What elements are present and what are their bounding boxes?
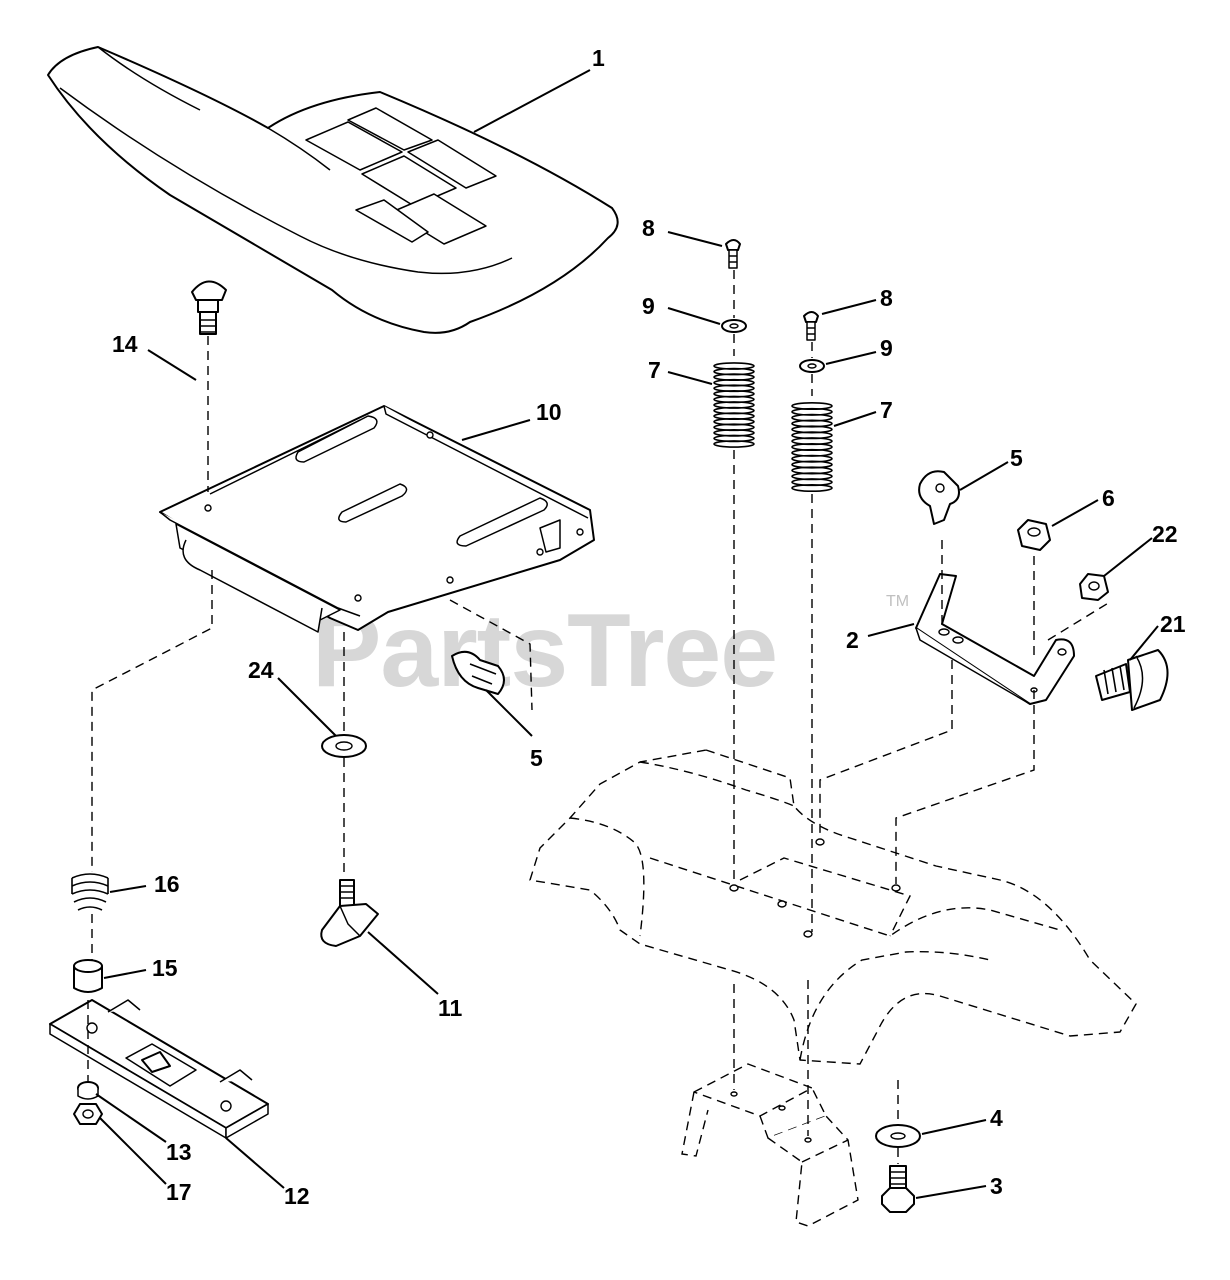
spring-16[interactable] [71,873,109,911]
clip-right[interactable] [918,470,960,525]
clip-left[interactable] [451,650,505,695]
callout-5-left: 5 [530,745,543,771]
fender-frame [529,749,1137,1227]
callout-17: 17 [166,1179,192,1205]
watermark-trademark: TM [886,593,909,610]
callout-8-right: 8 [880,285,893,311]
plate[interactable] [49,999,269,1139]
callout-13: 13 [166,1139,192,1165]
callout-3: 3 [990,1173,1003,1199]
callout-4: 4 [990,1105,1003,1131]
callout-16: 16 [154,871,180,897]
callout-9-left: 9 [642,293,655,319]
watermark: PartsTree TM [312,593,909,709]
spring-7-left[interactable] [713,362,755,448]
callout-labels: 1 14 10 8 9 7 8 9 7 5 6 22 2 21 24 5 16 … [112,45,1186,1209]
callout-11: 11 [438,995,463,1021]
nut-6[interactable] [1017,519,1051,551]
assembly-lines [87,270,1111,1164]
bolt-21[interactable] [1095,649,1169,711]
knob[interactable] [320,879,379,947]
callout-14: 14 [112,331,138,357]
bushing-13[interactable] [77,1081,99,1100]
washer-9-left[interactable] [721,319,747,333]
seat-pan[interactable] [159,405,595,633]
seat[interactable] [47,46,619,334]
bolt-3[interactable] [881,1165,915,1213]
washer-4[interactable] [875,1124,921,1148]
callout-7-right: 7 [880,397,893,423]
nut-17[interactable] [73,1103,103,1125]
carriage-bolt[interactable] [191,280,227,335]
leader-lines [95,69,1159,1199]
callout-24: 24 [248,657,274,683]
spacer-15[interactable] [73,959,103,993]
screw-8-left[interactable] [725,239,741,269]
callout-2: 2 [846,627,859,653]
washer-9-right[interactable] [799,359,825,373]
callout-12: 12 [284,1183,310,1209]
callout-9-right: 9 [880,335,893,361]
spring-coil [791,483,833,493]
callout-7-left: 7 [648,357,661,383]
callout-8-left: 8 [642,215,655,241]
callout-1: 1 [592,45,605,71]
spring-coil [713,440,755,448]
callout-5-right: 5 [1010,445,1023,471]
callout-6: 6 [1102,485,1115,511]
spring-7-right[interactable] [791,401,833,493]
callout-10: 10 [536,399,562,425]
screw-8-right[interactable] [803,311,819,341]
callout-21: 21 [1160,611,1186,637]
washer-24[interactable] [321,734,367,758]
callout-22: 22 [1152,521,1178,547]
nut-22[interactable] [1079,573,1109,601]
callout-15: 15 [152,955,178,981]
